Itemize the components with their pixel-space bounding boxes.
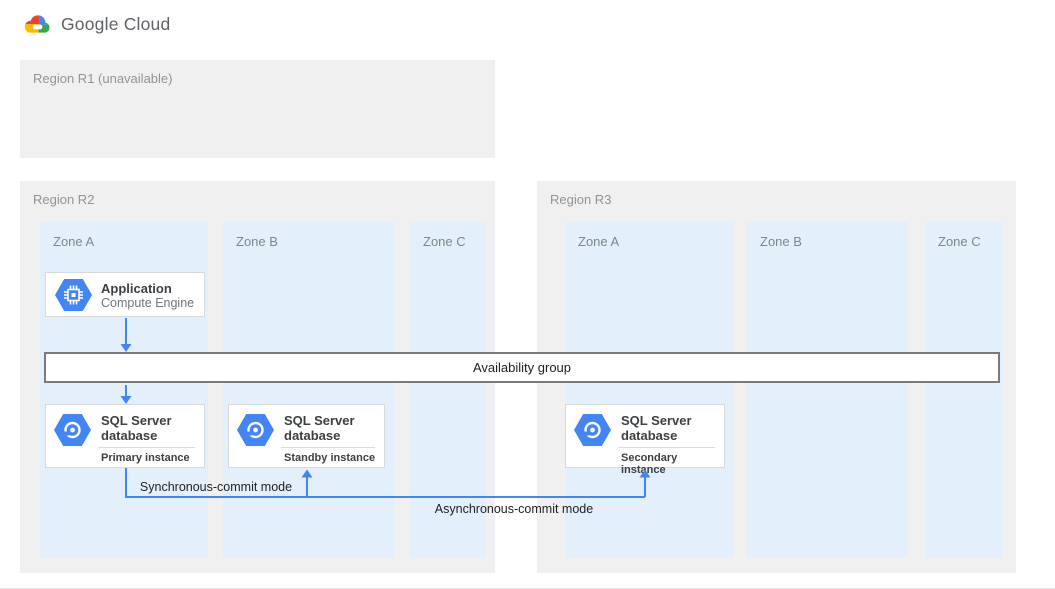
db-title: SQL Server database: [621, 413, 692, 443]
zone-r3-a: Zone A: [565, 222, 733, 558]
zone-r3-c: Zone C: [925, 222, 1003, 558]
divider: [618, 447, 715, 448]
availability-group-label: Availability group: [472, 360, 572, 375]
google-cloud-logo: [22, 12, 52, 36]
zone-r3-c-label: Zone C: [938, 234, 981, 249]
region-r2-label: Region R2: [33, 192, 95, 207]
db-title: SQL Server database: [284, 413, 355, 443]
divider: [281, 447, 375, 448]
compute-engine-icon: [55, 279, 92, 316]
db-title: SQL Server database: [101, 413, 172, 443]
zone-r2-a-label: Zone A: [53, 234, 95, 249]
db-instance-label: Secondary instance: [621, 452, 678, 476]
sql-database-icon: [237, 414, 274, 451]
sql-database-icon: [574, 414, 611, 451]
secondary-db-node: SQL Server database Secondary instance: [565, 404, 725, 476]
zone-r3-a-label: Zone A: [578, 234, 620, 249]
async-commit-label: Asynchronous-commit mode: [434, 502, 594, 516]
zone-r2-c-label: Zone C: [423, 234, 466, 249]
db-instance-label: Standby instance: [284, 452, 376, 464]
zone-r2-b-label: Zone B: [236, 234, 278, 249]
zone-r3-b: Zone B: [747, 222, 908, 558]
application-subtitle: Compute Engine: [101, 296, 195, 310]
application-text: Application Compute Engine: [101, 281, 194, 311]
region-r1-label: Region R1 (unavailable): [33, 71, 173, 86]
region-r1: Region R1 (unavailable): [20, 60, 495, 158]
db-instance-label: Primary instance: [101, 452, 190, 464]
sql-database-icon: [54, 414, 91, 451]
header: Google Cloud: [22, 10, 170, 38]
divider: [98, 447, 195, 448]
sync-commit-label: Synchronous-commit mode: [139, 480, 293, 494]
zone-r3-b-label: Zone B: [760, 234, 802, 249]
brand-name: Google Cloud: [61, 13, 171, 34]
region-r3-label: Region R3: [550, 192, 612, 207]
primary-db-node: SQL Server database Primary instance: [45, 404, 205, 468]
standby-db-node: SQL Server database Standby instance: [228, 404, 385, 468]
zone-r2-b: Zone B: [223, 222, 395, 558]
application-node: Application Compute Engine: [45, 272, 205, 317]
zone-r2-c: Zone C: [410, 222, 485, 558]
availability-group-bar: Availability group: [44, 352, 1000, 383]
application-title: Application: [101, 281, 172, 296]
